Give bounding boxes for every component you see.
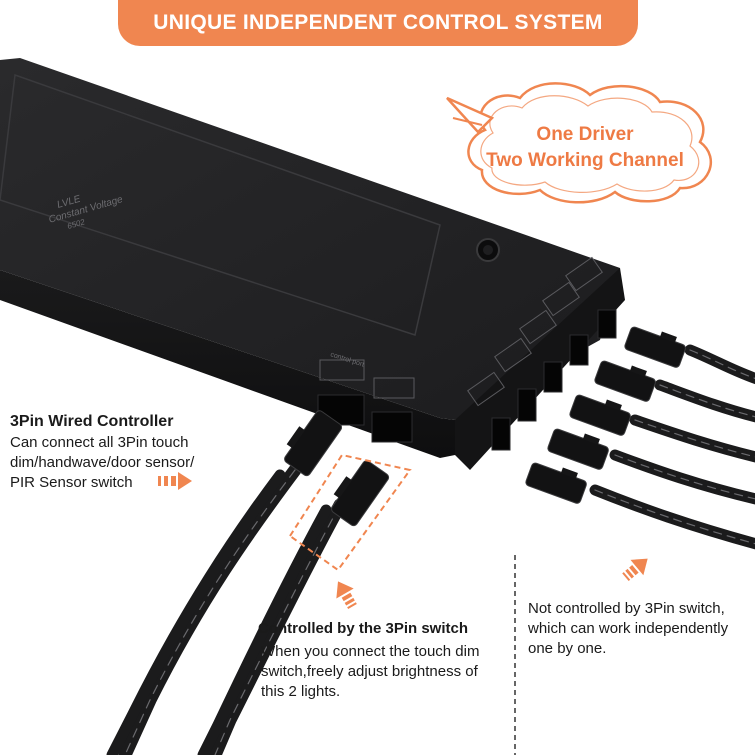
bottom-callout-description: When you connect the touch dim switch,fr… — [261, 642, 511, 702]
control-cable-plugs — [284, 410, 390, 527]
speech-bubble — [446, 82, 712, 204]
driver-panel — [0, 73, 441, 336]
bottom-callout-line-1: When you connect the touch dim — [261, 643, 480, 660]
left-callout-line-1: Can connect all 3Pin touch — [10, 434, 189, 451]
driver-top-surface — [0, 58, 620, 420]
speech-bubble-tail — [446, 96, 495, 134]
highlight-dashed-box — [288, 453, 412, 572]
arrow-up-icon — [336, 581, 357, 609]
bubble-line-1: One Driver — [536, 124, 634, 145]
right-callout-line-2: which can work independently — [528, 620, 729, 637]
left-callout-title: 3Pin Wired Controller — [10, 413, 174, 430]
right-callout-description: Not controlled by 3Pin switch, which can… — [528, 599, 755, 659]
arrow-right-icon — [158, 472, 192, 490]
arrow-up-right-icon — [622, 558, 648, 582]
speech-bubble-text: One Driver Two Working Channel — [470, 122, 700, 174]
speech-bubble-outline — [467, 82, 712, 204]
led-driver-box — [0, 58, 625, 470]
right-callout-line-3: one by one. — [528, 640, 607, 657]
bottom-callout-line-2: switch,freely adjust brightness of — [261, 663, 478, 680]
bottom-callout-title: Controlled by the 3Pin switch — [258, 620, 469, 637]
left-callout-line-3: PIR Sensor switch — [10, 474, 133, 491]
bottom-callout-line-3: this 2 lights. — [261, 683, 341, 700]
header-banner: UNIQUE INDEPENDENT CONTROL SYSTEM — [118, 0, 638, 46]
header-title: UNIQUE INDEPENDENT CONTROL SYSTEM — [153, 11, 603, 34]
left-cables — [106, 463, 347, 755]
left-callout-description: Can connect all 3Pin touch dim/handwave/… — [10, 433, 240, 493]
output-ports — [467, 256, 617, 451]
left-callout-line-2: dim/handwave/door sensor/ — [10, 454, 195, 471]
right-connector-plugs — [525, 326, 686, 504]
speech-bubble-inner-outline — [480, 95, 700, 193]
bubble-line-2: Two Working Channel — [486, 150, 684, 171]
right-callout-line-1: Not controlled by 3Pin switch, — [528, 600, 725, 617]
right-cables — [589, 344, 755, 550]
